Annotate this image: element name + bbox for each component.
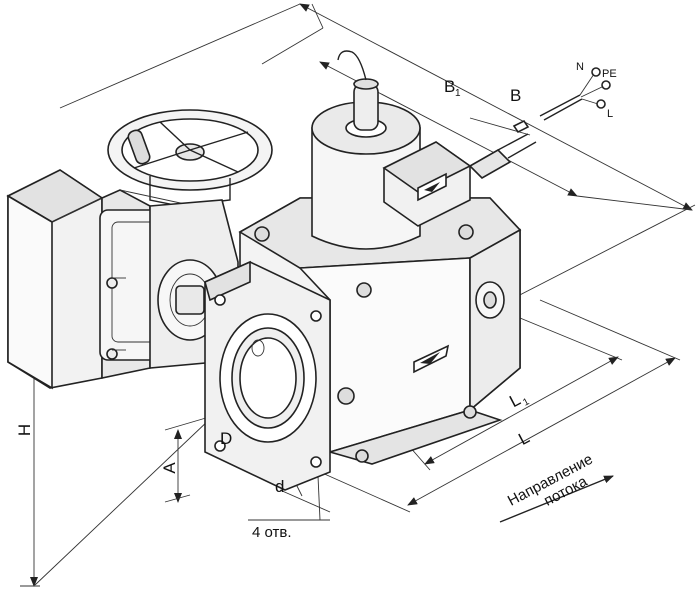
b1-label: B 1 [444, 77, 461, 99]
wire-pe-label: PE [602, 68, 617, 80]
l1-label: L 1 [506, 390, 531, 411]
a-label: A [160, 462, 179, 474]
d-diameter-label: D [220, 429, 232, 448]
wire-n-label: N [576, 61, 584, 73]
b-label: B [510, 86, 521, 105]
inlet-flange [204, 260, 331, 491]
h-label: H [15, 424, 34, 436]
solenoid-coil [311, 50, 611, 250]
holes-count-label: 4 отв. [252, 524, 292, 541]
wire-l-label: L [607, 108, 613, 120]
svg-text:B: B [444, 77, 455, 96]
svg-text:1: 1 [521, 396, 531, 409]
d-hole-label: d [275, 477, 284, 496]
handwheel [107, 109, 273, 213]
svg-text:1: 1 [455, 88, 461, 99]
